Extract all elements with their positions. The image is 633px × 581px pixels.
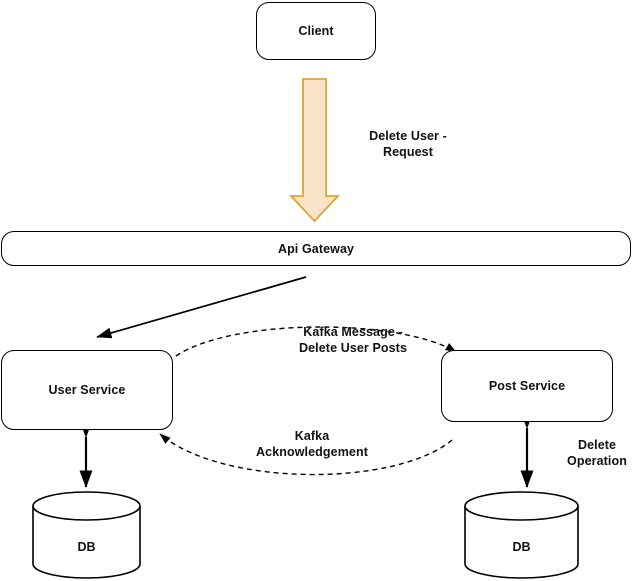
node-api-gateway[interactable]: Api Gateway <box>1 231 631 266</box>
node-user-service[interactable]: User Service <box>1 350 173 430</box>
user-db-shape <box>32 491 141 579</box>
edge-label-delete-operation: Delete Operation <box>567 438 627 468</box>
delete-user-request-block-arrow <box>288 78 341 223</box>
gateway-to-user-service-arrow <box>96 276 307 339</box>
node-post-service[interactable]: Post Service <box>441 350 613 422</box>
node-post-db-label: DB <box>512 540 531 554</box>
node-api-gateway-label: Api Gateway <box>277 241 355 256</box>
node-user-db-label: DB <box>77 540 96 554</box>
node-user-service-label: User Service <box>48 383 126 397</box>
post-db-shape <box>464 491 579 579</box>
edge-label-delete-user-request: Delete User - Request <box>369 129 447 159</box>
kafka-message-dashed-curve <box>175 326 457 357</box>
node-client-label: Client <box>298 24 334 38</box>
edge-label-kafka-message: Kafka Message - Delete User Posts <box>299 325 407 355</box>
node-post-service-label: Post Service <box>488 379 566 393</box>
kafka-acknowledgement-dashed-curve <box>159 433 453 476</box>
edge-label-kafka-acknowledgement: Kafka Acknowledgement <box>256 429 368 459</box>
node-client[interactable]: Client <box>256 2 376 60</box>
